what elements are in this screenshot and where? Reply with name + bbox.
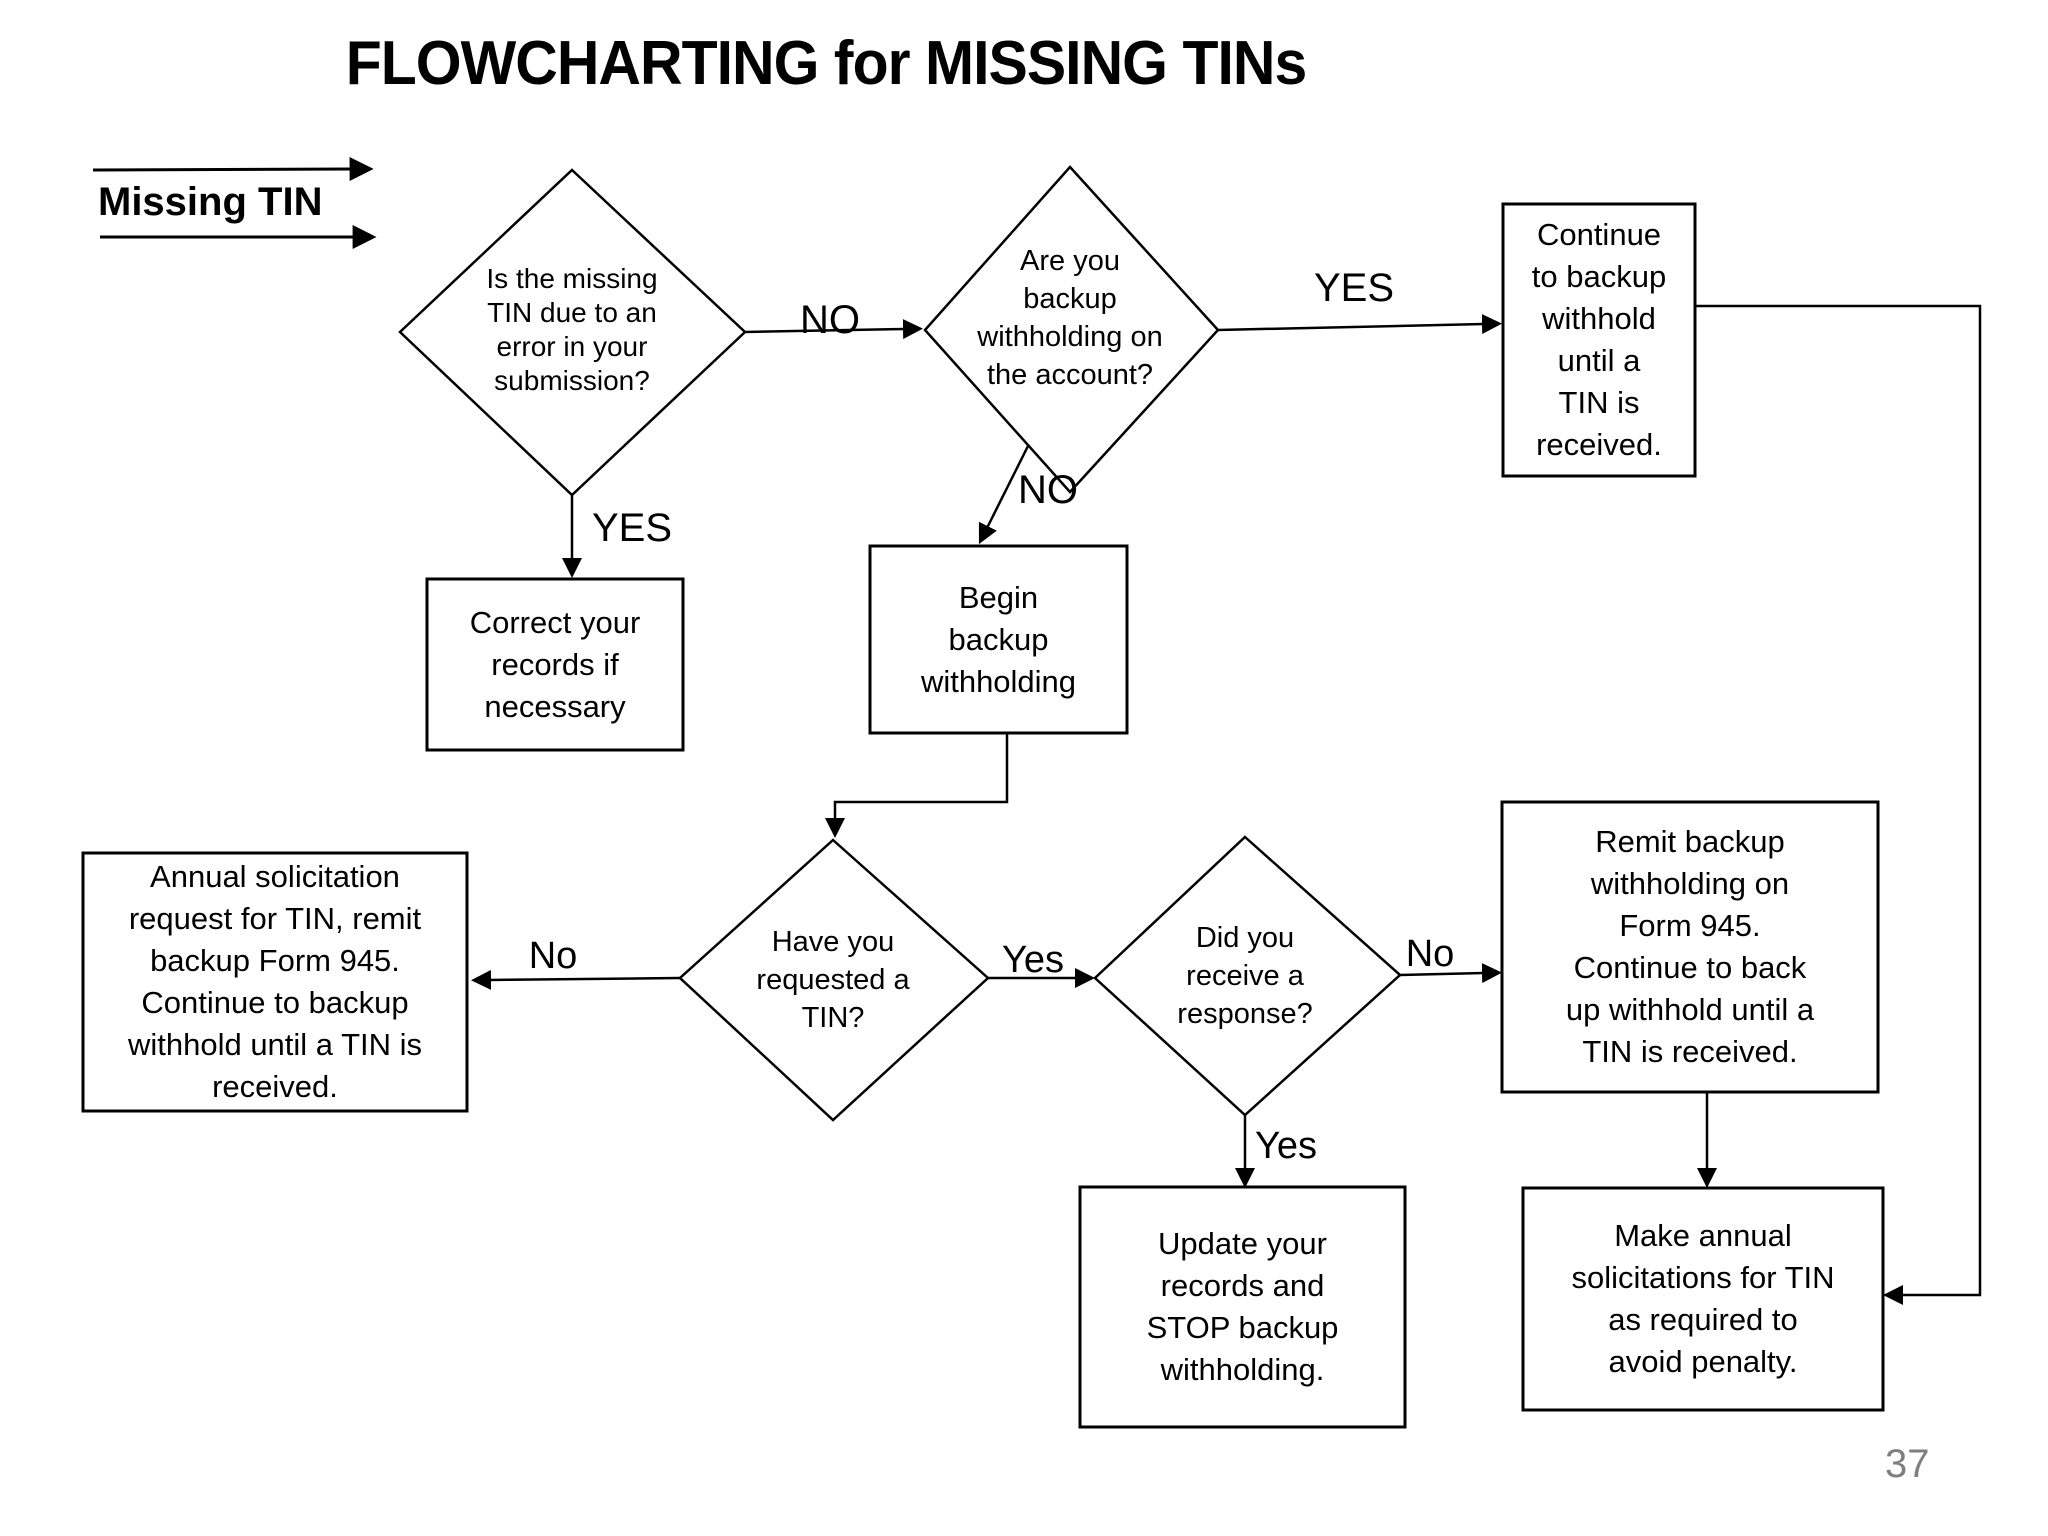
edge-label-error-no: NO	[800, 298, 860, 342]
process-update-records-text: Update your records and STOP backup with…	[1146, 1226, 1339, 1387]
process-correct-records	[425, 577, 685, 752]
process-annual-solicitation-text: Annual solicitation request for TIN, rem…	[127, 859, 423, 1104]
process-correct-records-text: Correct your records if necessary	[469, 604, 641, 724]
decision-backup-withholding-text: Are you backup withholding on the accoun…	[977, 245, 1163, 391]
decision-requested-tin-text: Have you requested a TIN?	[756, 926, 910, 1034]
decision-error-in-submission	[398, 168, 747, 497]
process-remit-form-945-text: Remit backup withholding on Form 945. Co…	[1565, 824, 1815, 1069]
edge-label-requested-yes: Yes	[1002, 939, 1064, 981]
process-begin-backup-text: Begin backup withholding	[920, 579, 1077, 699]
edge-response-no	[1399, 963, 1502, 984]
edge-continue-to-make-annual	[1695, 304, 1982, 1305]
edge-label-response-no: No	[1405, 933, 1455, 975]
decision-error-in-submission-text: Is the missing TIN due to an error in yo…	[486, 263, 658, 396]
edge-label-response-yes: Yes	[1255, 1125, 1317, 1167]
edge-label-error-yes: YES	[591, 506, 673, 550]
process-begin-backup	[868, 544, 1129, 735]
edge-requested-no	[471, 969, 681, 990]
edge-label-backup-no: NO	[1018, 468, 1078, 512]
edge-error-no	[744, 319, 923, 340]
decision-received-response-text: Did you receive a response?	[1177, 922, 1313, 1030]
process-make-annual-solicitations-text: Make annual solicitations for TIN as req…	[1571, 1218, 1835, 1379]
process-update-records	[1078, 1185, 1407, 1429]
decision-requested-tin	[678, 838, 990, 1122]
edge-backup-no	[978, 431, 1037, 545]
page-number: 37	[1885, 1442, 1930, 1486]
edge-label-backup-yes: YES	[1313, 266, 1395, 310]
process-make-annual-solicitations	[1521, 1186, 1885, 1412]
process-annual-solicitation	[81, 851, 469, 1113]
edge-backup-yes	[1217, 314, 1502, 335]
process-continue-withhold	[1501, 202, 1697, 478]
decision-received-response	[1093, 835, 1402, 1117]
edge-label-requested-no: No	[528, 935, 578, 977]
missing-tin-arrow-top	[92, 157, 374, 182]
decision-backup-withholding	[923, 165, 1220, 494]
edge-begin-to-requested	[825, 733, 1009, 838]
process-remit-form-945	[1500, 800, 1880, 1094]
process-continue-withhold-text: Continue to backup withhold until a TIN …	[1531, 217, 1667, 462]
entry-label-missing-tin: Missing TIN	[98, 180, 323, 224]
page-title: FLOWCHARTING for MISSING TINs	[345, 29, 1308, 98]
